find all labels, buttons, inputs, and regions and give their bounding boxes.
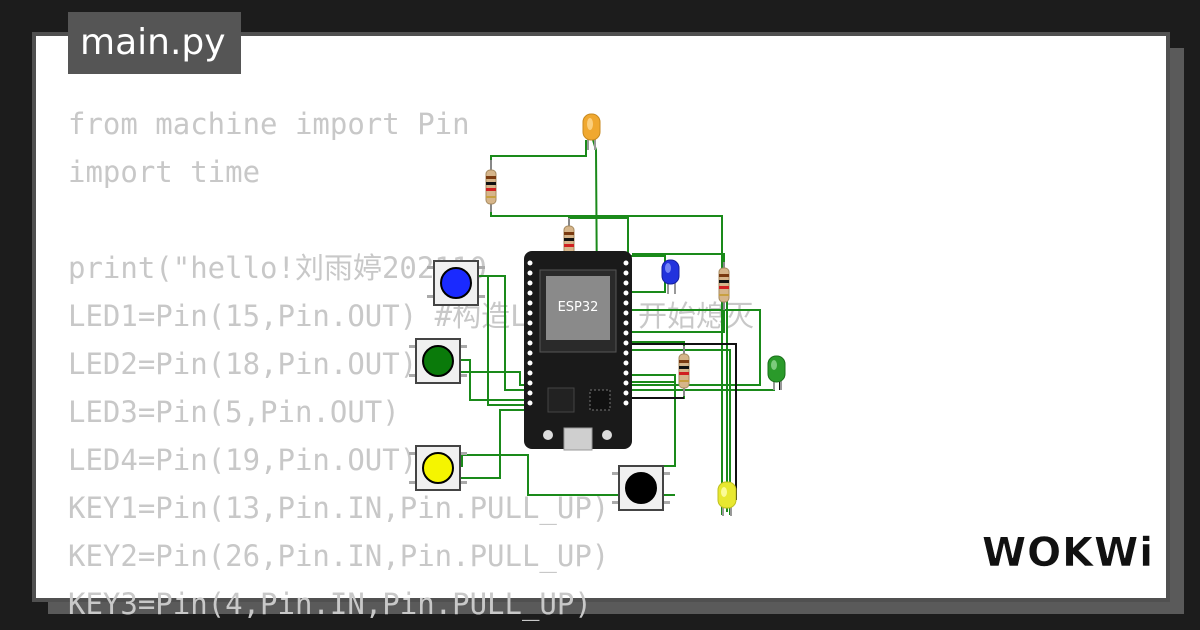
code-line: from machine import Pin (68, 107, 470, 141)
resistor-icon (485, 160, 497, 212)
led-icon (717, 481, 737, 516)
pushbutton-icon (409, 445, 467, 491)
resistor-icon (718, 262, 730, 310)
led-icon (582, 113, 601, 150)
code-line: import time (68, 155, 261, 189)
code-line: LED4=Pin(19,Pin.OUT) (68, 443, 418, 477)
board-label: ESP32 (558, 300, 599, 315)
pushbutton-icon (409, 338, 467, 384)
usb-port-icon (563, 427, 593, 451)
wokwi-logo: WOKWi (982, 530, 1154, 577)
pin-header-right (623, 260, 629, 406)
esp32-board: ESP32 (524, 251, 632, 451)
wokwi-logo-text: WOKWi (982, 530, 1154, 576)
code-line: LED2=Pin(18,Pin.OUT) (68, 347, 418, 381)
pin-header-left (527, 260, 533, 406)
pushbutton-icon (612, 465, 670, 511)
file-tab-label: main.py (80, 22, 226, 63)
code-line: KEY2=Pin(26,Pin.IN,Pin.PULL_UP) (68, 539, 610, 573)
code-line: KEY1=Pin(13,Pin.IN,Pin.PULL_UP) (68, 491, 610, 525)
code-line: LED3=Pin(5,Pin.OUT) (68, 395, 400, 429)
resistor-icon (678, 346, 690, 396)
pushbutton-icon (427, 260, 485, 306)
led-icon (661, 259, 680, 294)
code-line: KEY3=Pin(4,Pin.IN,Pin.PULL_UP) (68, 587, 592, 621)
file-tab[interactable]: main.py (68, 12, 241, 74)
led-icon (767, 355, 786, 390)
chip-icon (546, 276, 610, 340)
